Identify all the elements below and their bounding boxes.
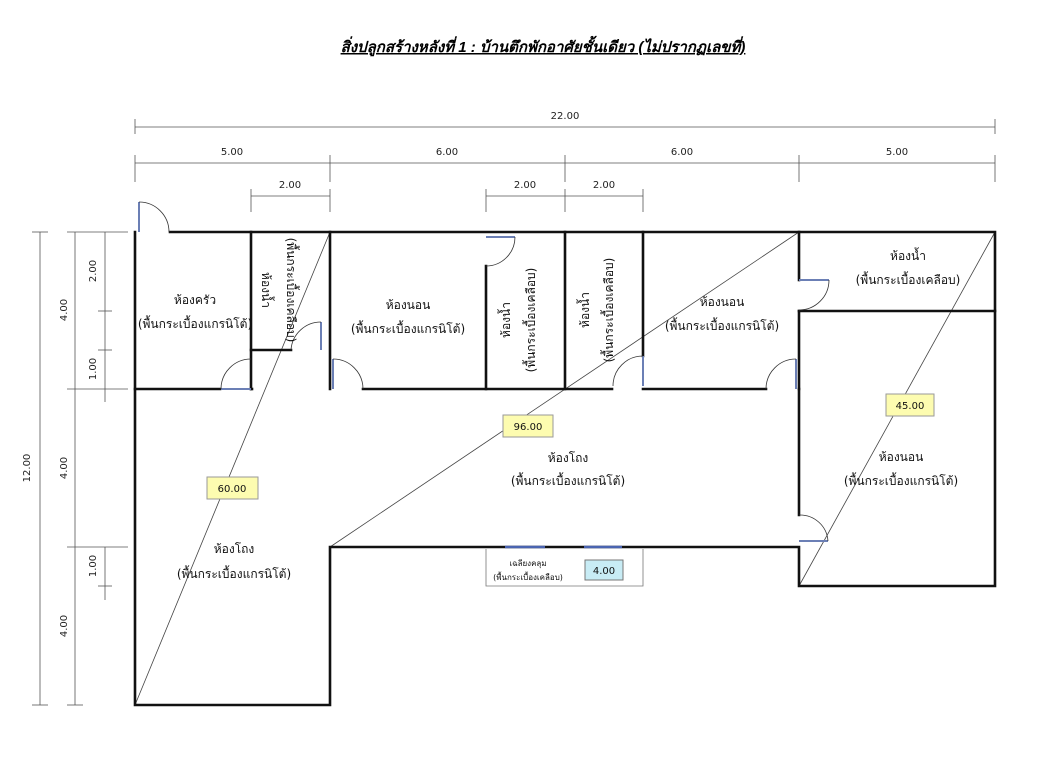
area-porch-value: 4.00 xyxy=(593,566,615,577)
door-bath4 xyxy=(798,279,830,311)
plan-title: สิ่งปลูกสร้างหลังที่ 1 : บ้านตึกพักอาศัย… xyxy=(341,35,746,57)
dim-width-4: 5.00 xyxy=(886,147,908,158)
door-bedroom3 xyxy=(798,514,829,542)
room-porch-floor: (พื้นกระเบื้องเคลือบ) xyxy=(493,571,563,582)
room-hall-center-name: ห้องโถง xyxy=(548,451,589,465)
room-bath3-floor: (พื้นกระเบื้องเคลือบ) xyxy=(600,258,616,363)
area-box-left: 60.00 xyxy=(206,476,259,500)
room-bath4-name: ห้องน้ำ xyxy=(890,247,926,263)
dim-height-2: 4.00 xyxy=(59,457,70,479)
door-entry xyxy=(138,201,170,233)
room-bedroom2-name: ห้องนอน xyxy=(700,295,745,309)
area-center-value: 96.00 xyxy=(514,422,543,433)
dim-subwidth-2: 2.00 xyxy=(514,180,536,191)
door-kitchen xyxy=(220,358,252,390)
dim-subwidth-3: 2.00 xyxy=(593,180,615,191)
dim-width-2: 6.00 xyxy=(436,147,458,158)
area-boxes: 60.00 96.00 45.00 4.00 xyxy=(206,393,935,581)
door-bath3 xyxy=(612,355,644,387)
vertical-dimensions: 12.00 4.00 4.00 4.00 2.00 1.00 1.00 xyxy=(22,231,128,706)
door-bedroom1 xyxy=(332,358,364,390)
door-bath2 xyxy=(485,236,516,267)
porch xyxy=(485,545,644,587)
room-bath1-floor: (พื้นกระเบื้องเคลือบ) xyxy=(284,238,300,343)
room-hall-left-floor: (พื้นกระเบื้องแกรนิโต้) xyxy=(177,565,291,581)
room-kitchen-floor: (พื้นกระเบื้องแกรนิโต้) xyxy=(138,315,252,331)
room-hall-left-name: ห้องโถง xyxy=(214,542,255,556)
area-right-value: 45.00 xyxy=(896,401,925,412)
room-porch-name: เฉลียงคลุม xyxy=(509,559,546,568)
horizontal-dimensions: 22.00 5.00 6.00 6.00 5.00 2.00 2.00 2.00 xyxy=(134,111,996,212)
room-hall-center-floor: (พื้นกระเบื้องแกรนิโต้) xyxy=(511,472,625,488)
dim-total-height: 12.00 xyxy=(22,454,33,483)
dim-height-1: 4.00 xyxy=(59,299,70,321)
door-bath1 xyxy=(290,321,322,351)
room-bath4-floor: (พื้นกระเบื้องเคลือบ) xyxy=(856,271,961,287)
door-bedroom2 xyxy=(765,358,797,390)
room-bedroom1-floor: (พื้นกระเบื้องแกรนิโต้) xyxy=(351,320,465,336)
dim-subwidth-1: 2.00 xyxy=(279,180,301,191)
room-labels: ห้องครัว (พื้นกระเบื้องแกรนิโต้) ห้องน้ำ… xyxy=(138,238,961,582)
area-box-right: 45.00 xyxy=(885,393,935,417)
dim-inner-height-3: 1.00 xyxy=(88,555,99,577)
dim-width-3: 6.00 xyxy=(671,147,693,158)
dim-inner-height-2: 1.00 xyxy=(88,358,99,380)
area-box-center: 96.00 xyxy=(502,414,554,438)
room-bedroom2-floor: (พื้นกระเบื้องแกรนิโต้) xyxy=(665,317,779,333)
room-bath3-name: ห้องน้ำ xyxy=(576,292,592,328)
room-bath1-name: ห้องน้ำ xyxy=(259,272,275,308)
room-kitchen-name: ห้องครัว xyxy=(174,293,216,307)
dim-height-3: 4.00 xyxy=(59,615,70,637)
dim-inner-height-1: 2.00 xyxy=(88,260,99,282)
room-bath2-name: ห้องน้ำ xyxy=(497,302,513,338)
dim-width-1: 5.00 xyxy=(221,147,243,158)
room-bedroom3-floor: (พื้นกระเบื้องแกรนิโต้) xyxy=(844,472,958,488)
room-bath2-floor: (พื้นกระเบื้องเคลือบ) xyxy=(522,268,538,373)
walls xyxy=(133,230,997,707)
area-left-value: 60.00 xyxy=(218,484,247,495)
room-bedroom3-name: ห้องนอน xyxy=(879,450,924,464)
dim-total-width: 22.00 xyxy=(551,111,580,122)
room-bedroom1-name: ห้องนอน xyxy=(386,298,431,312)
area-box-porch: 4.00 xyxy=(584,559,624,581)
doors xyxy=(138,201,830,542)
